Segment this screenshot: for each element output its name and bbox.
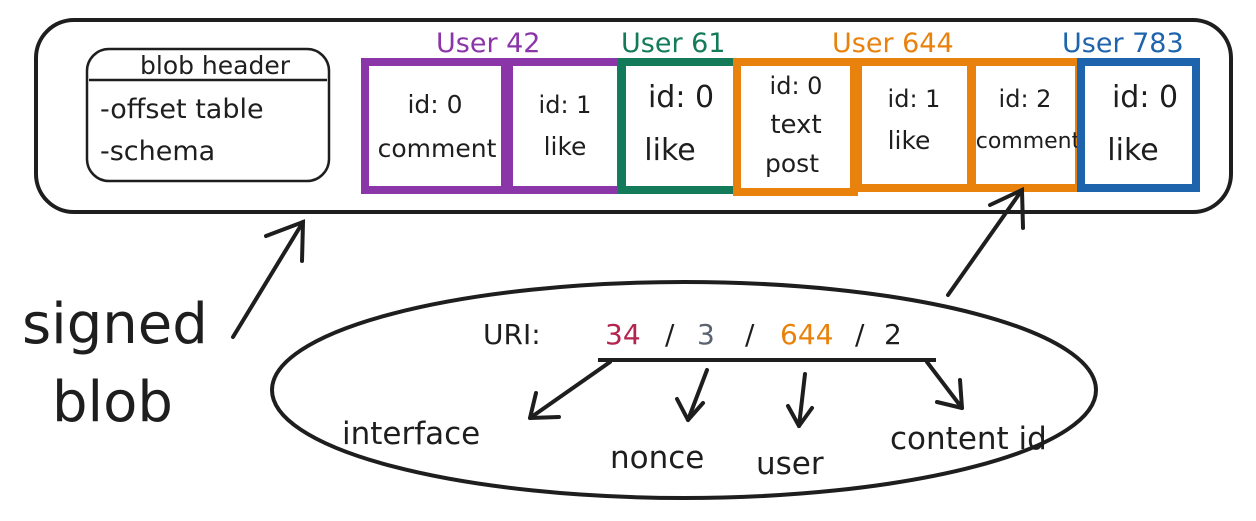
uri-to-record-arrow bbox=[946, 186, 1025, 297]
record-user644-id0-text-post: id: 0 text post bbox=[733, 58, 858, 196]
record-text: id: 0 bbox=[1112, 80, 1178, 115]
record-user42-id0-comment: id: 0 comment bbox=[361, 58, 509, 194]
uri-line: URI: 34 / 3 / 644 / 2 bbox=[483, 318, 902, 351]
record-text: id: 1 bbox=[888, 85, 941, 113]
blob-header-title: blob header bbox=[140, 51, 291, 80]
uri-branch-arrows bbox=[528, 360, 964, 428]
blob-header-line-offset-table: -offset table bbox=[100, 94, 264, 125]
record-user644-id1-like: id: 1 like bbox=[854, 58, 975, 192]
arrow-to-interface bbox=[528, 360, 612, 420]
blob-header-line-schema: -schema bbox=[100, 136, 215, 167]
uri-user-value: 644 bbox=[780, 318, 833, 351]
uri-separator: / bbox=[665, 318, 675, 351]
uri-ellipse bbox=[270, 280, 1098, 500]
record-text: id: 0 bbox=[770, 72, 823, 100]
uri-interface-value: 34 bbox=[605, 318, 641, 351]
uri-nonce-value: 3 bbox=[697, 318, 715, 351]
uri-separator: / bbox=[855, 318, 865, 351]
arrow-to-nonce bbox=[675, 368, 709, 422]
record-strip: id: 0 comment id: 1 like id: 0 like id: … bbox=[361, 58, 1200, 196]
record-text: like bbox=[888, 126, 931, 155]
record-user783-id0-like: id: 0 like bbox=[1077, 58, 1200, 192]
uri-prefix: URI: bbox=[483, 318, 541, 351]
uri-part-content-id: content id bbox=[890, 421, 1047, 457]
record-text: text bbox=[770, 110, 821, 140]
uri-content-value: 2 bbox=[884, 318, 902, 351]
user-labels: User 42 User 61 User 644 User 783 bbox=[436, 28, 1184, 59]
record-user644-id2-comment: id: 2 comment bbox=[968, 58, 1083, 192]
record-text: post bbox=[765, 149, 819, 178]
user-label-644: User 644 bbox=[832, 28, 954, 59]
arrow-to-content-id bbox=[925, 360, 964, 410]
uri-part-interface: interface bbox=[342, 416, 480, 452]
signed-blob-label-line1: signed bbox=[22, 292, 208, 357]
signed-blob-arrow bbox=[231, 219, 306, 339]
record-text: id: 1 bbox=[539, 91, 592, 119]
uri-separator: / bbox=[745, 318, 755, 351]
user-label-783: User 783 bbox=[1062, 28, 1184, 59]
record-text: like bbox=[1107, 133, 1158, 168]
blob-header-box: blob header -offset table -schema bbox=[85, 47, 331, 183]
record-user61-id0-like: id: 0 like bbox=[618, 58, 741, 194]
signed-blob-container bbox=[34, 18, 1233, 214]
record-user42-id1-like: id: 1 like bbox=[505, 58, 625, 194]
record-text: comment bbox=[378, 134, 497, 163]
user-label-61: User 61 bbox=[621, 28, 725, 59]
signed-blob-label-line2: blob bbox=[52, 370, 173, 435]
uri-part-nonce: nonce bbox=[610, 440, 704, 476]
record-text: like bbox=[644, 133, 695, 168]
record-text: id: 2 bbox=[999, 85, 1052, 113]
arrow-to-user bbox=[786, 372, 814, 428]
record-text: like bbox=[544, 132, 587, 161]
record-text: id: 0 bbox=[648, 80, 714, 115]
record-text: comment bbox=[976, 129, 1081, 154]
record-text: id: 0 bbox=[407, 90, 462, 119]
uri-part-user: user bbox=[756, 446, 824, 482]
user-label-42: User 42 bbox=[436, 28, 540, 59]
